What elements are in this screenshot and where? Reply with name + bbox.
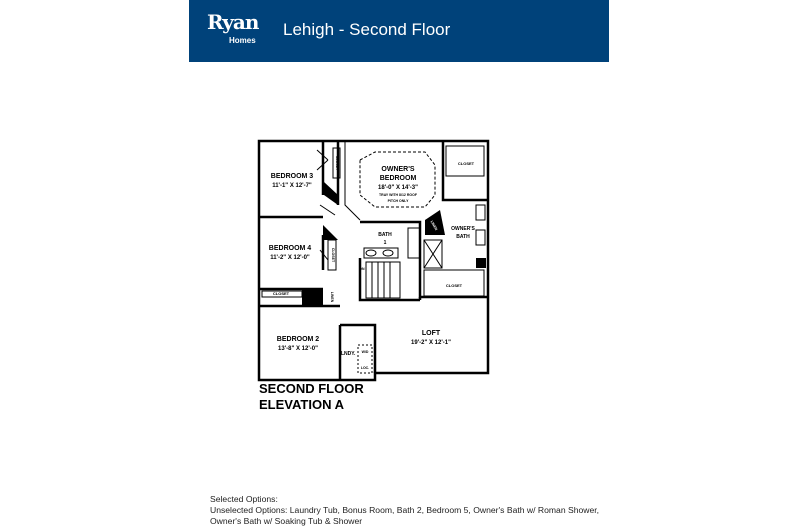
logo-text: Ryan (207, 10, 259, 34)
header-bar: Ryan Homes Lehigh - Second Floor (189, 0, 609, 62)
walls (257, 139, 490, 382)
loft-label: LOFT (422, 330, 441, 337)
bath1-label: BATH (378, 232, 392, 238)
owners-bedroom-note: TRAY WITH 8/12 ROOF (379, 193, 418, 197)
bedroom4-dims: 11'-2" X 12'-0" (270, 255, 310, 261)
elevation-caption: ELEVATION A (259, 397, 344, 412)
linen-bath-label: LINEN (430, 220, 439, 232)
washer-dryer-label: W/D (362, 350, 369, 354)
owners-bath-label-2: BATH (456, 234, 470, 240)
unselected-options: Unselected Options: Laundry Tub, Bonus R… (210, 505, 600, 526)
stairs-down-label: DN (359, 267, 365, 271)
closet-label: CLOSET (458, 161, 475, 166)
bedroom2-label: BEDROOM 2 (277, 336, 320, 343)
bath1-number: 1 (384, 240, 387, 246)
owners-bedroom-dims: 18'-0" X 14'-3" (378, 185, 418, 191)
hall-closet-label: CLOSET (273, 291, 290, 296)
solid-walls (302, 182, 486, 306)
linen-label: LINEN (330, 292, 334, 303)
laundry-label: LNDY. (341, 351, 356, 357)
logo-subtext: Homes (229, 36, 256, 45)
bedroom3-closet-label: CLOSET (335, 156, 339, 171)
owners-bedroom-label-2: BEDROOM (380, 175, 417, 182)
loc-label: LOC. (361, 366, 369, 370)
floor-caption: SECOND FLOOR (259, 381, 364, 396)
bedroom3-label: BEDROOM 3 (271, 173, 314, 180)
ryan-homes-logo[interactable]: Ryan Homes (207, 12, 267, 48)
bedroom2-dims: 13'-8" X 12'-0" (278, 346, 318, 352)
owners-bedroom-note-2: PITCH ONLY (388, 199, 410, 203)
bath-closet-label: CLOSET (446, 283, 463, 288)
selected-options: Selected Options: (210, 494, 278, 504)
owners-bath-label: OWNER'S (451, 226, 475, 232)
page-title: Lehigh - Second Floor (283, 20, 451, 39)
owners-bedroom-label: OWNER'S (381, 166, 414, 173)
bedroom3-dims: 11'-1" X 12'-7" (272, 183, 312, 189)
bedroom4-closet-label: CLOSET (331, 248, 335, 263)
loft-dims: 19'-2" X 12'-1" (411, 340, 451, 346)
bedroom4-label: BEDROOM 4 (269, 245, 312, 252)
options-section: Selected Options: Unselected Options: La… (210, 494, 610, 527)
